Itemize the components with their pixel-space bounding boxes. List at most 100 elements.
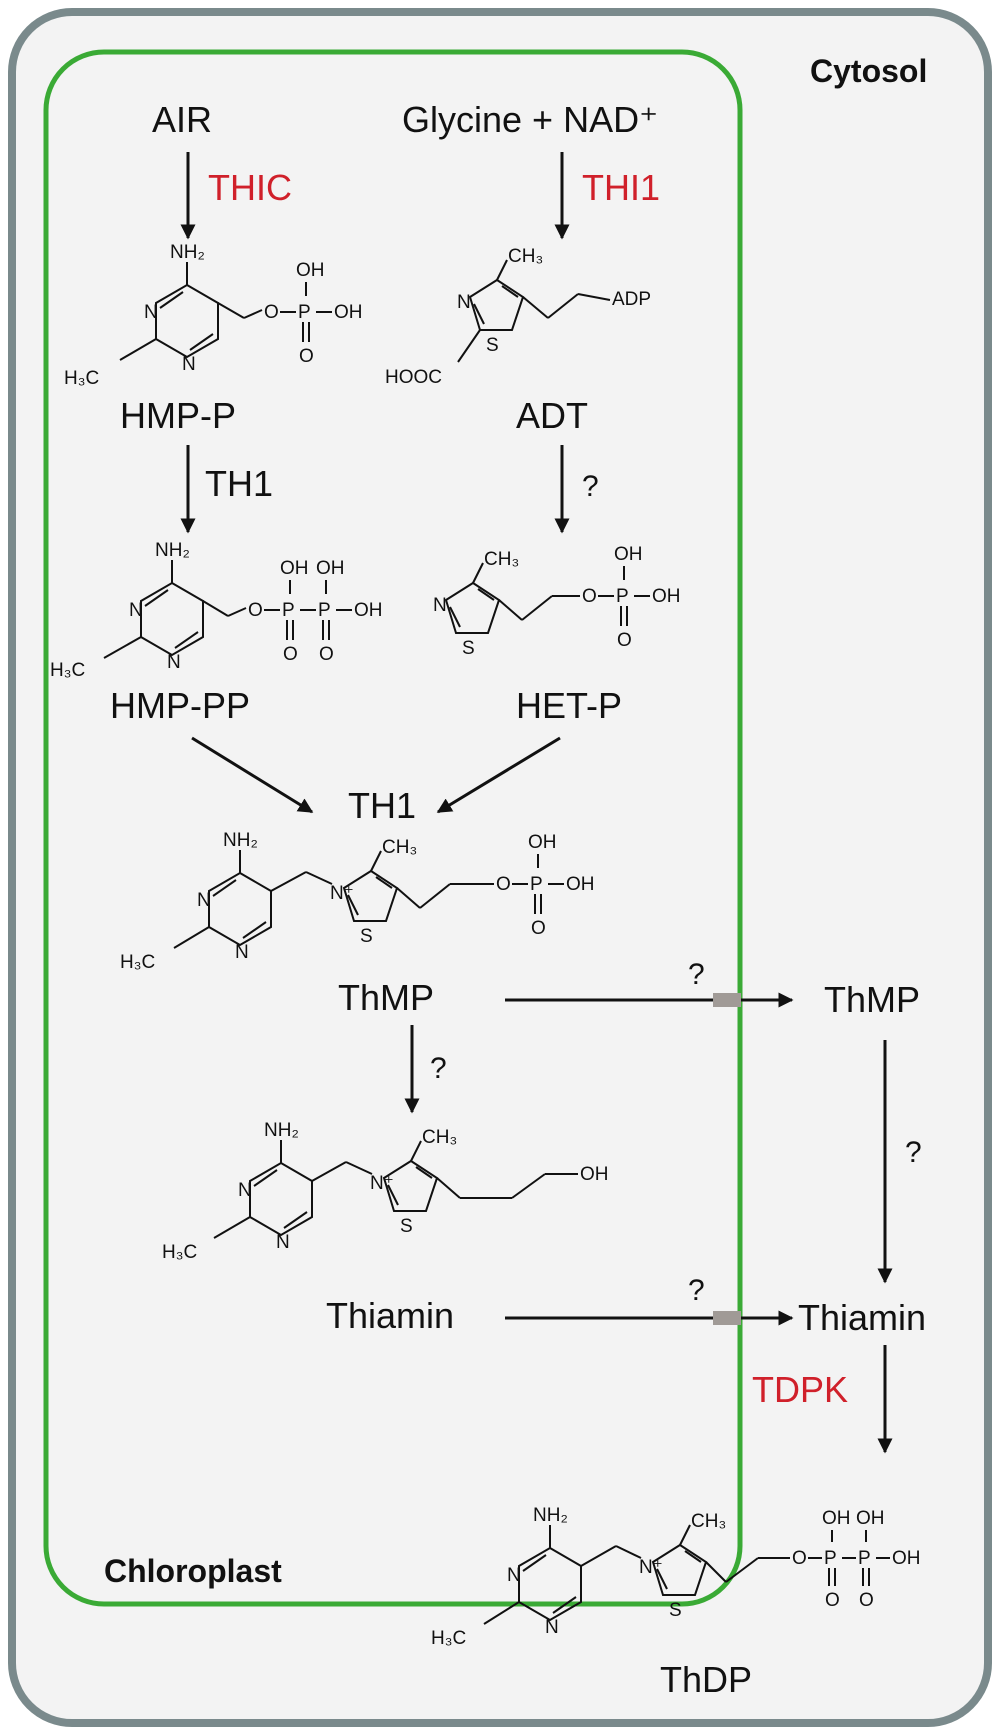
svg-text:N: N [276,1232,290,1253]
cytosol-compartment [8,8,992,1727]
svg-text:O: O [531,918,546,939]
svg-text:S: S [462,638,475,659]
svg-text:O: O [248,600,263,621]
svg-text:N: N [129,600,143,621]
unknown-q5: ? [688,1274,705,1307]
svg-text:OH: OH [316,558,345,579]
thmp-chloroplast-label: ThMP [338,977,434,1018]
svg-text:H₃C: H₃C [162,1242,197,1263]
svg-text:N⁺: N⁺ [370,1173,394,1194]
svg-text:ADP: ADP [612,289,651,310]
svg-text:O: O [792,1548,807,1569]
svg-text:P: P [824,1548,837,1569]
svg-text:N: N [457,292,471,313]
svg-text:H₃C: H₃C [431,1628,466,1649]
svg-text:HOOC: HOOC [385,367,442,388]
unknown-q2: ? [688,958,705,991]
unknown-q6: ? [0,0,17,7]
svg-text:H₃C: H₃C [120,952,155,973]
adt-structure: N S CH₃ ADP HOOC [385,246,651,388]
svg-text:OH: OH [566,874,595,895]
chloroplast-label: Chloroplast [104,1553,282,1589]
chloroplast-compartment [43,49,743,1607]
svg-text:S: S [669,1600,682,1621]
svg-text:NH₂: NH₂ [155,540,190,561]
svg-text:N: N [144,302,158,323]
svg-text:O: O [617,630,632,651]
enzyme-thi1: THI1 [582,167,660,208]
thiamin-structure: NH₂ N N H₃C N⁺ S CH₃ OH [162,1120,609,1263]
svg-text:NH₂: NH₂ [264,1120,299,1141]
unknown-q1: ? [582,470,599,503]
svg-text:O: O [283,644,298,665]
svg-text:H₃C: H₃C [64,368,99,389]
thiamin-cytosol-label: Thiamin [798,1297,926,1338]
svg-text:OH: OH [652,586,681,607]
svg-text:P: P [616,586,629,607]
svg-text:N⁺: N⁺ [639,1557,663,1578]
svg-text:O: O [496,874,511,895]
hmp-p-label: HMP-P [120,395,236,436]
svg-text:O: O [859,1590,874,1611]
enzyme-th1-a: TH1 [205,463,273,504]
het-p-structure: N S CH₃ O P OH O OH [433,544,681,659]
svg-text:OH: OH [580,1164,609,1185]
hmp-pp-label: HMP-PP [110,685,250,726]
thiamin-chloroplast-label: Thiamin [326,1295,454,1336]
svg-text:S: S [486,335,499,356]
hmp-p-structure: NH₂ N N H₃C O P OH OH O [64,242,363,389]
unknown-q4: ? [905,1136,922,1169]
air-label: AIR [152,99,212,140]
thmp-transporter [713,993,741,1007]
het-p-label: HET-P [516,685,622,726]
enzyme-th1-b: TH1 [348,785,416,826]
svg-text:O: O [825,1590,840,1611]
svg-text:N: N [433,595,447,616]
svg-text:CH₃: CH₃ [484,549,519,570]
svg-text:P: P [318,600,331,621]
svg-text:P: P [298,302,311,323]
svg-text:H₃C: H₃C [50,660,85,681]
thdp-label: ThDP [660,1659,752,1700]
hmp-pp-structure: NH₂ N N H₃C O P OH O P OH O OH [50,540,383,681]
enzyme-thic: THIC [208,167,292,208]
thmp-structure: NH₂ N N H₃C N⁺ S CH₃ O P OH O OH [120,830,595,973]
svg-text:OH: OH [280,558,309,579]
unknown-q3: ? [430,1052,447,1085]
svg-text:OH: OH [334,302,363,323]
svg-text:NH₂: NH₂ [533,1505,568,1526]
svg-text:S: S [360,926,373,947]
svg-text:OH: OH [614,544,643,565]
thiamin-transporter [713,1311,741,1325]
svg-text:OH: OH [296,260,325,281]
svg-text:O: O [582,586,597,607]
svg-text:OH: OH [354,600,383,621]
adt-label: ADT [516,395,588,436]
glycine-nad-label: Glycine + NAD⁺ [402,99,658,140]
svg-text:NH₂: NH₂ [223,830,258,851]
svg-text:N: N [238,1180,252,1201]
enzyme-tdpk: TDPK [752,1369,848,1410]
svg-text:N: N [182,354,196,375]
svg-text:OH: OH [892,1548,921,1569]
svg-text:N: N [507,1565,521,1586]
svg-text:CH₃: CH₃ [422,1127,457,1148]
svg-text:N: N [545,1617,559,1638]
svg-text:CH₃: CH₃ [382,837,417,858]
svg-text:CH₃: CH₃ [691,1511,726,1532]
arrow-hmppp-to-thmp [191,736,314,814]
svg-text:S: S [400,1216,413,1237]
svg-text:N: N [235,942,249,963]
svg-text:P: P [530,874,543,895]
svg-text:P: P [282,600,295,621]
svg-text:OH: OH [822,1508,851,1529]
svg-text:O: O [264,302,279,323]
cytosol-label: Cytosol [810,53,927,89]
svg-text:OH: OH [856,1508,885,1529]
svg-text:CH₃: CH₃ [508,246,543,267]
svg-text:O: O [299,346,314,367]
arrow-hetp-to-thmp [436,736,561,814]
svg-text:OH: OH [528,832,557,853]
